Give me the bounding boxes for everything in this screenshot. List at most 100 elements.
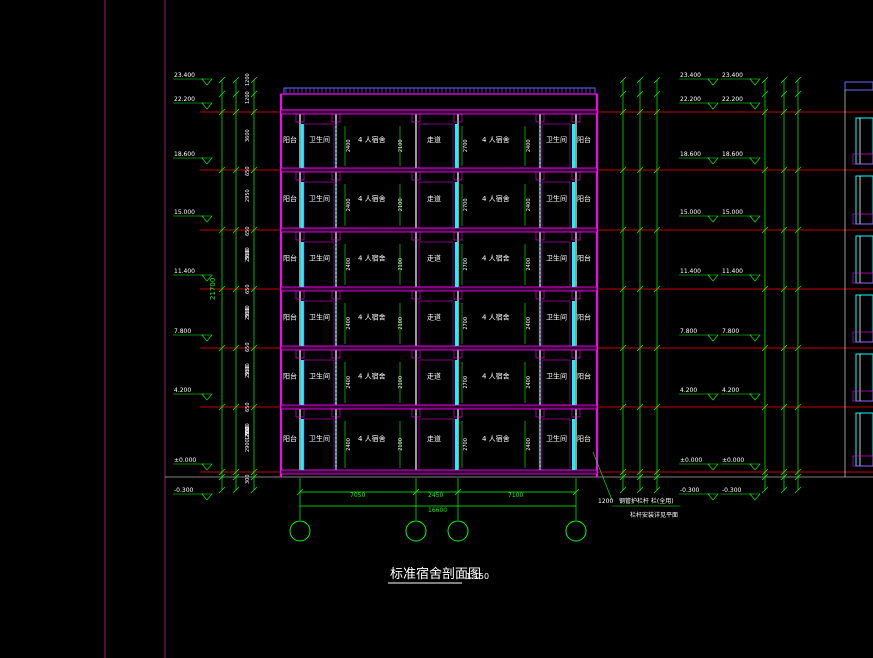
- dim-text-left: 2950: [245, 249, 251, 262]
- dim-text-left: 650: [245, 226, 251, 236]
- floor-slab: [280, 469, 598, 475]
- elevation-marker: [201, 493, 213, 501]
- floor-slab: [280, 167, 598, 173]
- room-dim-text: 2100: [398, 258, 404, 271]
- dim-tick: [218, 108, 226, 116]
- elevation-right-b: 22.200: [722, 96, 743, 103]
- door-frame: [303, 418, 335, 471]
- dim-tick: [761, 468, 769, 476]
- adjacent-balcony-rail: [852, 331, 873, 343]
- dim-tick: [619, 403, 627, 411]
- beam: [453, 171, 463, 181]
- elevation-marker: [749, 102, 761, 110]
- elevation-right-b: 15.000: [722, 209, 743, 216]
- elevation-right-b: 7.800: [722, 328, 739, 335]
- beam: [295, 231, 305, 241]
- door-corridor: [455, 360, 458, 405]
- door-frame: [418, 181, 454, 229]
- door-frame: [418, 359, 454, 406]
- beam: [571, 113, 581, 123]
- room-dim-text: 2700: [463, 139, 469, 152]
- elevation-right-a: 4.200: [680, 387, 697, 394]
- dim-tick: [653, 226, 661, 234]
- dim-tick: [636, 166, 644, 174]
- room-dim-text: 2400: [526, 317, 532, 330]
- dim-segment-1: 7050: [350, 492, 365, 499]
- room-label-balcony: 阳台: [283, 254, 297, 263]
- door-frame: [418, 123, 454, 169]
- floor-slab: [280, 404, 598, 410]
- room-label-dorm: 4 人宿舍: [358, 313, 386, 322]
- dim-tick: [794, 76, 802, 84]
- dim-tick: [232, 468, 240, 476]
- elevation-right-b: 4.200: [722, 387, 739, 394]
- beam: [411, 408, 421, 418]
- door-balcony-right: [572, 182, 575, 228]
- dim-tick: [761, 403, 769, 411]
- room-label-dorm: 4 人宿舍: [482, 254, 510, 263]
- dim-tick: [218, 76, 226, 84]
- door-frame: [418, 418, 454, 471]
- elevation-left: 11.400: [174, 268, 195, 275]
- door-balcony-left: [301, 360, 304, 405]
- dim-text-left: 1200: [245, 427, 251, 440]
- dim-tick: [636, 486, 644, 494]
- door-balcony-left: [301, 419, 304, 470]
- dim-text-left: 2950: [245, 425, 251, 438]
- elevation-left: 22.200: [174, 96, 195, 103]
- room-dim-text: 2700: [463, 438, 469, 451]
- door-corridor: [455, 242, 458, 287]
- elevation-left: ±0.000: [174, 457, 196, 464]
- dim-tick: [250, 344, 258, 352]
- room-label-bathroom: 卫生间: [309, 434, 330, 443]
- room-label-balcony: 阳台: [283, 135, 297, 144]
- adjacent-balcony-rail: [852, 153, 873, 165]
- note-leader: [592, 451, 613, 501]
- room-dim-text: 2100: [398, 198, 404, 211]
- elevation-right-b: ±0.000: [722, 457, 744, 464]
- room-dim-text: 2100: [398, 438, 404, 451]
- dim-tick: [761, 344, 769, 352]
- room-label-corridor: 走道: [427, 135, 441, 144]
- dim-tick: [780, 226, 788, 234]
- elevation-marker: [201, 78, 213, 86]
- door-frame: [303, 300, 335, 347]
- dim-tick: [250, 108, 258, 116]
- elevation-marker: [749, 334, 761, 342]
- beam: [535, 113, 545, 123]
- dim-text-left: 2900: [245, 439, 251, 452]
- elevation-marker: [707, 102, 719, 110]
- dim-tick: [636, 76, 644, 84]
- dim-tick: [794, 90, 802, 98]
- room-label-balcony: 阳台: [577, 313, 591, 322]
- room-label-dorm: 4 人宿舍: [482, 313, 510, 322]
- dim-tick: [794, 486, 802, 494]
- elevation-right-a: 15.000: [680, 209, 701, 216]
- room-dim-text: 2400: [526, 139, 532, 152]
- beam: [453, 231, 463, 241]
- note-railing-height: 1200: [598, 498, 613, 505]
- elevation-left: 18.600: [174, 151, 195, 158]
- dim-tick: [619, 76, 627, 84]
- dim-text-left: 650: [245, 342, 251, 352]
- dim-tick: [232, 486, 240, 494]
- beam: [331, 113, 341, 123]
- elevation-marker: [749, 274, 761, 282]
- room-label-bathroom: 卫生间: [309, 194, 330, 203]
- door-frame: [418, 241, 454, 288]
- room-label-dorm: 4 人宿舍: [358, 135, 386, 144]
- dim-tick: [636, 403, 644, 411]
- room-dim-text: 2400: [346, 317, 352, 330]
- room-label-corridor: 走道: [427, 434, 441, 443]
- beam: [535, 349, 545, 359]
- elevation-marker: [707, 463, 719, 471]
- dim-tick: [250, 76, 258, 84]
- dim-tick: [780, 486, 788, 494]
- dim-tick: [761, 226, 769, 234]
- dim-tick: [636, 226, 644, 234]
- dim-tick: [250, 473, 258, 481]
- door-corridor: [455, 124, 458, 168]
- dim-tick: [761, 166, 769, 174]
- elevation-marker: [201, 463, 213, 471]
- dim-text-left: 3600: [245, 305, 251, 318]
